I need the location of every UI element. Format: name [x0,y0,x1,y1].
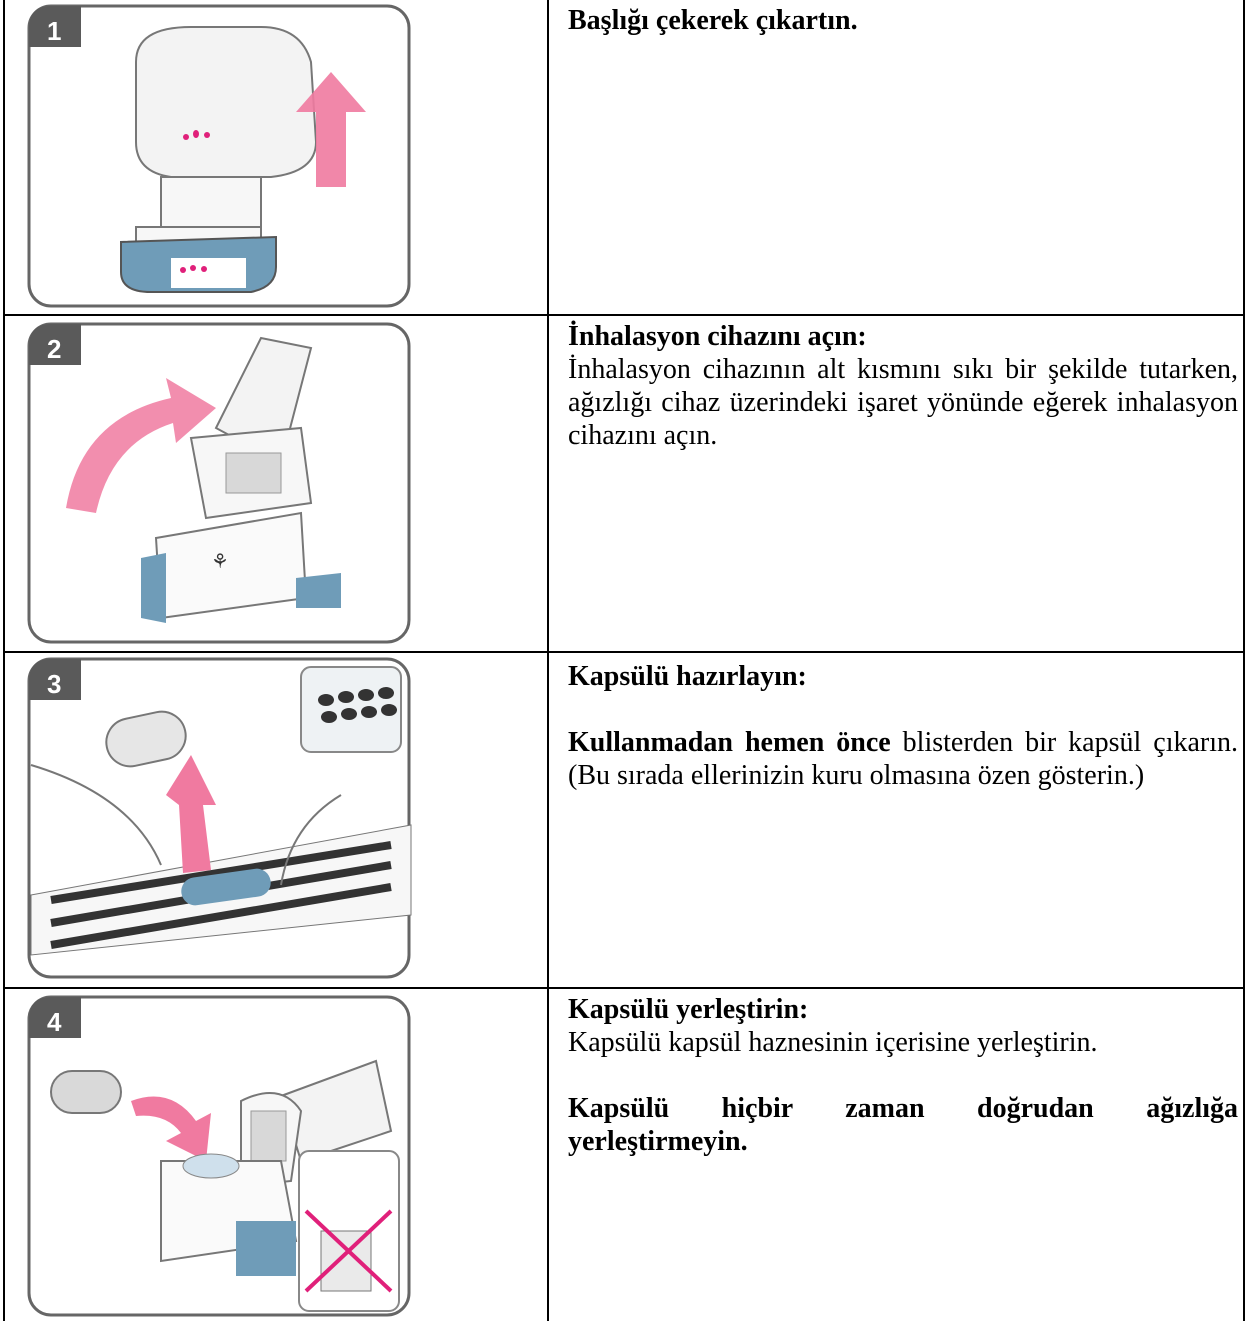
step-2-paragraph: İnhalasyon cihazının alt kısmını sıkı bi… [568,353,1238,452]
step-3-text: Kapsülü hazırlayın: Kullanmadan hemen ön… [568,660,1238,792]
step-3-paragraph: Kullanmadan hemen önce blisterden bir ka… [568,726,1238,792]
step-1-title: Başlığı çekerek çıkartın. [568,4,1238,37]
step-4-image: 4 [11,991,547,1321]
step-1-illustration: 1 [11,2,547,312]
row-divider [3,314,1245,316]
svg-text:⚘: ⚘ [211,551,229,573]
step-1-badge: 1 [47,16,61,46]
step-3-emphasis: Kullanmadan hemen önce [568,727,891,758]
step-4-title: Kapsülü yerleştirin: [568,993,1238,1026]
step-2-title: İnhalasyon cihazını açın: [568,320,1238,353]
step-4-warning: Kapsülü hiçbir zaman doğrudan ağızlığa y… [568,1092,1238,1158]
step-3-image: 3 [11,655,547,985]
table-border-middle [547,0,549,1321]
step-2-text: İnhalasyon cihazını açın: İnhalasyon cih… [568,320,1238,452]
step-1-image: 1 [11,2,547,312]
step-2-illustration: 2 ⚘ [11,318,547,648]
step-3-illustration: 3 [11,655,547,985]
step-2-image: 2 ⚘ [11,318,547,648]
table-border-left [3,0,5,1321]
step-4-text: Kapsülü yerleştirin: Kapsülü kapsül hazn… [568,993,1238,1158]
row-divider [3,987,1245,989]
row-divider [3,651,1245,653]
table-border-right [1243,0,1245,1321]
step-4-badge: 4 [47,1007,62,1037]
step-3-badge: 3 [47,669,61,699]
step-4-paragraph-1: Kapsülü kapsül haznesinin içerisine yerl… [568,1026,1238,1059]
step-2-badge: 2 [47,334,61,364]
step-3-title: Kapsülü hazırlayın: [568,660,1238,693]
step-4-illustration: 4 [11,991,547,1321]
step-1-text: Başlığı çekerek çıkartın. [568,4,1238,37]
instruction-table: 1 Başlığı çekerek çıkartın. 2 [3,0,1245,1321]
